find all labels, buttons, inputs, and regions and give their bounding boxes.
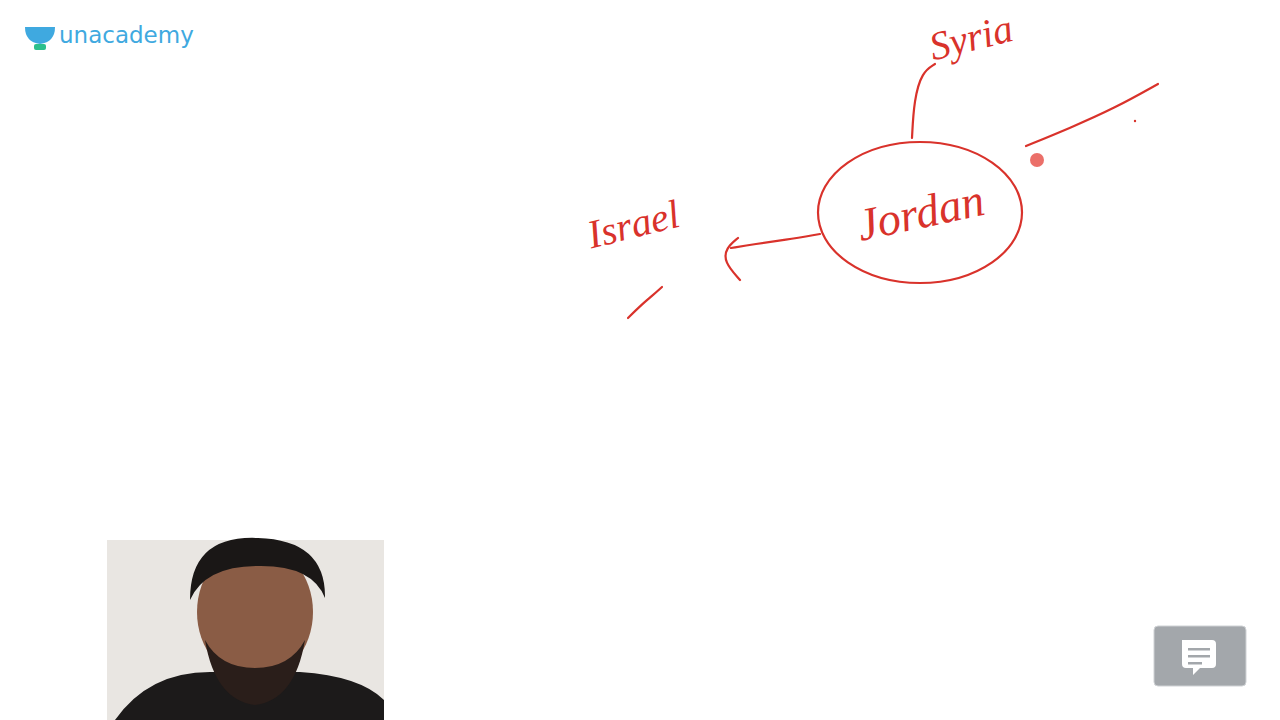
pen-dot: [1134, 120, 1136, 122]
country-name: Jordan: [852, 173, 989, 252]
logo-base: [34, 44, 46, 50]
presenter-beard: [205, 640, 305, 705]
chat-button: [1154, 626, 1246, 686]
chat-icon-line: [1188, 655, 1210, 658]
webcam-frame: [107, 540, 384, 720]
arrow-head: [726, 238, 740, 280]
logo-icon: [25, 27, 55, 44]
laser-pointer: [1030, 153, 1044, 167]
circle-outline: [818, 142, 1022, 283]
pen-stroke: [628, 287, 662, 318]
chat-icon-line: [1188, 648, 1210, 651]
chat-icon: [1182, 640, 1216, 675]
pen-stroke: [912, 64, 935, 138]
country-circle: Jordan: [816, 140, 1024, 285]
presenter-hair: [190, 538, 325, 600]
chat-icon-line: [1188, 662, 1202, 665]
logo-text: unacademy: [59, 22, 194, 48]
country-name: Syria: [924, 4, 1017, 70]
country-name: Israel: [582, 190, 684, 258]
pen-stroke: [731, 234, 820, 248]
pen-stroke: [1026, 84, 1158, 146]
